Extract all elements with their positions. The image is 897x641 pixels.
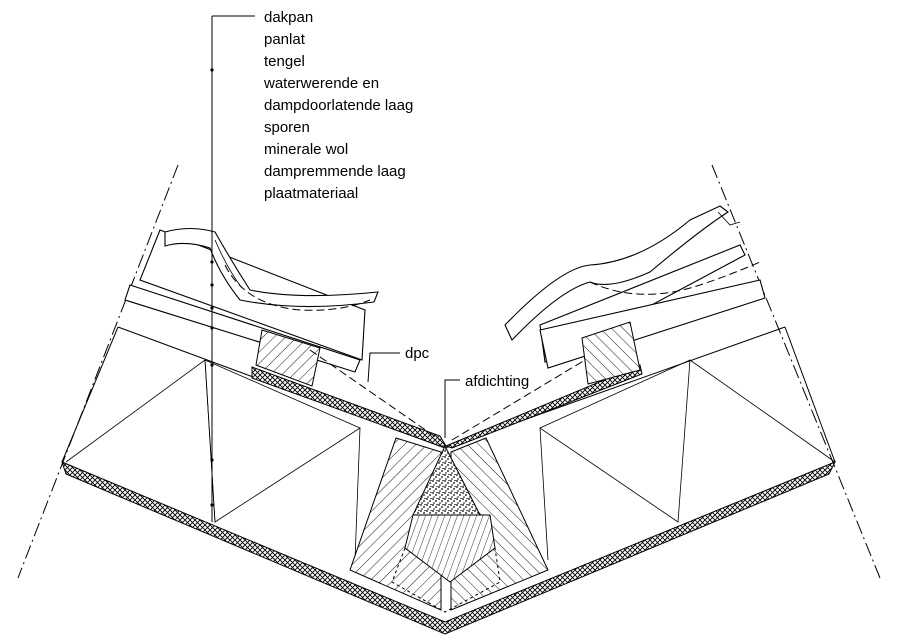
- afdichting-label: afdichting: [465, 373, 529, 390]
- sealant-afdichting: [412, 444, 481, 516]
- legend-item-tengel: tengel: [264, 53, 305, 70]
- valley-timber-right: [450, 437, 549, 611]
- legend-item-panlat: panlat: [264, 31, 306, 48]
- roof-tiles-left: [124, 227, 379, 373]
- legend-item-dampdoorlatende: dampdoorlatende laag: [264, 97, 413, 114]
- legend-leader: [210, 15, 255, 522]
- dpc-leader: [367, 352, 400, 383]
- afdichting-leader: [444, 379, 460, 438]
- batten-block-left: [255, 329, 321, 387]
- legend-item-minerale-wol: minerale wol: [264, 141, 348, 158]
- batten-block-right: [581, 321, 641, 385]
- construction-lines: [17, 164, 881, 579]
- legend-item-waterwerende: waterwerende en: [263, 75, 379, 92]
- membrane-layer: [251, 364, 643, 449]
- plate-material-layer: [61, 461, 837, 635]
- legend-item-plaatmateriaal: plaatmateriaal: [264, 185, 358, 202]
- rafter-layer: [61, 326, 836, 463]
- truss-diagonals: [65, 359, 836, 561]
- legend-item-sporen: sporen: [264, 119, 310, 136]
- dpc-lines: [309, 349, 586, 441]
- legend-item-dampremmende: dampremmende laag: [264, 163, 406, 180]
- legend: dakpan panlat tengel waterwerende en dam…: [263, 9, 413, 202]
- legend-item-dakpan: dakpan: [264, 9, 313, 26]
- dpc-label: dpc: [405, 345, 430, 362]
